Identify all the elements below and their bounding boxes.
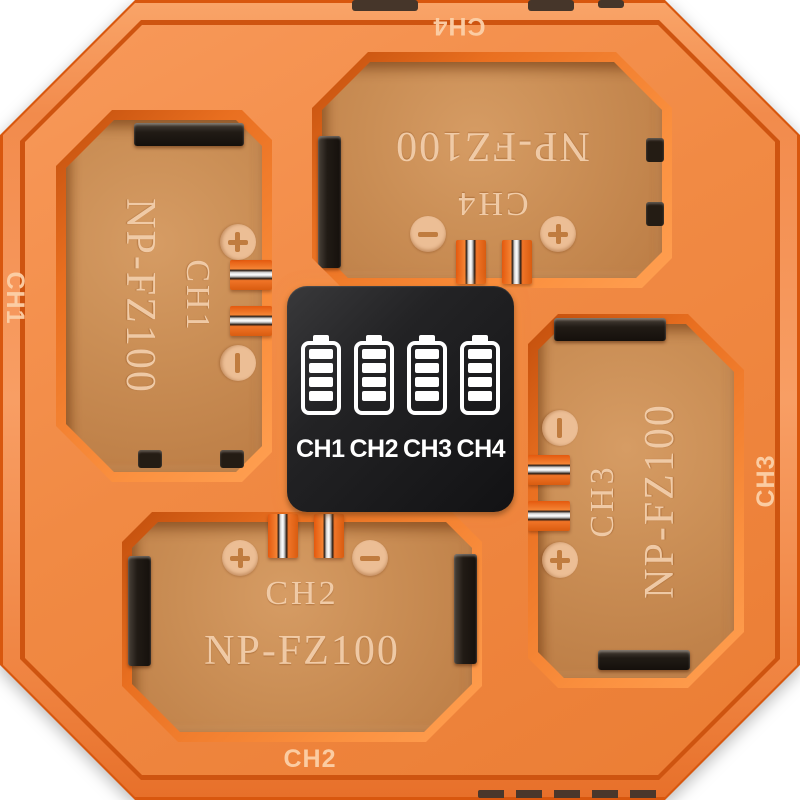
battery-tab bbox=[138, 450, 162, 468]
plus-icon bbox=[220, 224, 256, 260]
plus-icon bbox=[542, 542, 578, 578]
battery-level-icon bbox=[407, 335, 447, 415]
slot-engraving: CH4 NP-FZ100 bbox=[322, 118, 662, 222]
slot-bed bbox=[322, 62, 662, 278]
rim-label-ch2: CH2 bbox=[283, 745, 337, 773]
status-display: CH1 CH2 CH3 CH4 bbox=[287, 286, 514, 512]
contact-pins bbox=[456, 240, 486, 284]
display-ch1-label: CH1 bbox=[295, 434, 345, 463]
contact-pins bbox=[230, 306, 272, 336]
rim-label-ch3: CH3 bbox=[752, 454, 780, 508]
minus-icon bbox=[220, 345, 256, 381]
slot-engraving: CH2 NP-FZ100 bbox=[132, 575, 472, 679]
minus-icon bbox=[352, 540, 388, 576]
battery-tab bbox=[646, 202, 664, 226]
slot-bed bbox=[66, 120, 262, 472]
bottom-edge-vents bbox=[478, 790, 668, 798]
top-edge-vent bbox=[528, 0, 574, 11]
top-edge-vent bbox=[598, 0, 624, 8]
display-ch3-label: CH3 bbox=[403, 434, 452, 463]
slot-channel-label: CH4 bbox=[455, 184, 529, 222]
contact-pins bbox=[502, 240, 532, 284]
contact-pins bbox=[528, 455, 570, 485]
battery-tab bbox=[646, 138, 664, 162]
slot-model-label: NP-FZ100 bbox=[394, 122, 590, 169]
contact-pins bbox=[230, 260, 272, 290]
battery-slot-ch2: CH2 NP-FZ100 bbox=[122, 512, 482, 742]
rim-label-ch4: CH4 bbox=[432, 12, 486, 40]
plus-icon bbox=[222, 540, 258, 576]
slot-bed bbox=[538, 324, 734, 678]
contact-pins bbox=[268, 514, 298, 558]
slot-model-label: NP-FZ100 bbox=[637, 403, 684, 599]
rim-label-ch1: CH1 bbox=[1, 271, 29, 325]
plus-icon bbox=[540, 216, 576, 252]
slot-channel-label: CH1 bbox=[178, 259, 216, 333]
battery-level-icon bbox=[354, 335, 394, 415]
minus-icon bbox=[542, 410, 578, 446]
slot-bed bbox=[132, 522, 472, 732]
battery-slot-ch4: CH4 NP-FZ100 bbox=[312, 52, 672, 288]
slot-model-label: NP-FZ100 bbox=[204, 628, 400, 675]
display-ch4-label: CH4 bbox=[456, 434, 506, 463]
display-channel-labels: CH1 CH2 CH3 CH4 bbox=[296, 435, 505, 464]
battery-icons bbox=[301, 335, 500, 415]
battery-rail bbox=[554, 318, 666, 341]
slot-channel-label: CH3 bbox=[584, 464, 622, 538]
battery-rail bbox=[454, 554, 477, 664]
battery-rail bbox=[128, 556, 151, 666]
battery-slot-ch3: CH3 NP-FZ100 bbox=[528, 314, 744, 688]
top-edge-vent bbox=[352, 0, 418, 11]
battery-rail bbox=[598, 650, 690, 670]
battery-slot-ch1: CH1 NP-FZ100 bbox=[56, 110, 272, 482]
battery-rail bbox=[318, 136, 341, 268]
display-ch2-label: CH2 bbox=[349, 434, 398, 463]
contact-pins bbox=[528, 501, 570, 531]
battery-rail bbox=[134, 123, 244, 146]
slot-channel-label: CH2 bbox=[265, 575, 339, 613]
battery-tab bbox=[220, 450, 244, 468]
slot-model-label: NP-FZ100 bbox=[116, 198, 163, 394]
minus-icon bbox=[410, 216, 446, 252]
slot-engraving: CH1 NP-FZ100 bbox=[112, 126, 216, 466]
battery-level-icon bbox=[301, 335, 341, 415]
contact-pins bbox=[314, 514, 344, 558]
battery-level-icon bbox=[460, 335, 500, 415]
slot-engraving: CH3 NP-FZ100 bbox=[584, 331, 688, 671]
